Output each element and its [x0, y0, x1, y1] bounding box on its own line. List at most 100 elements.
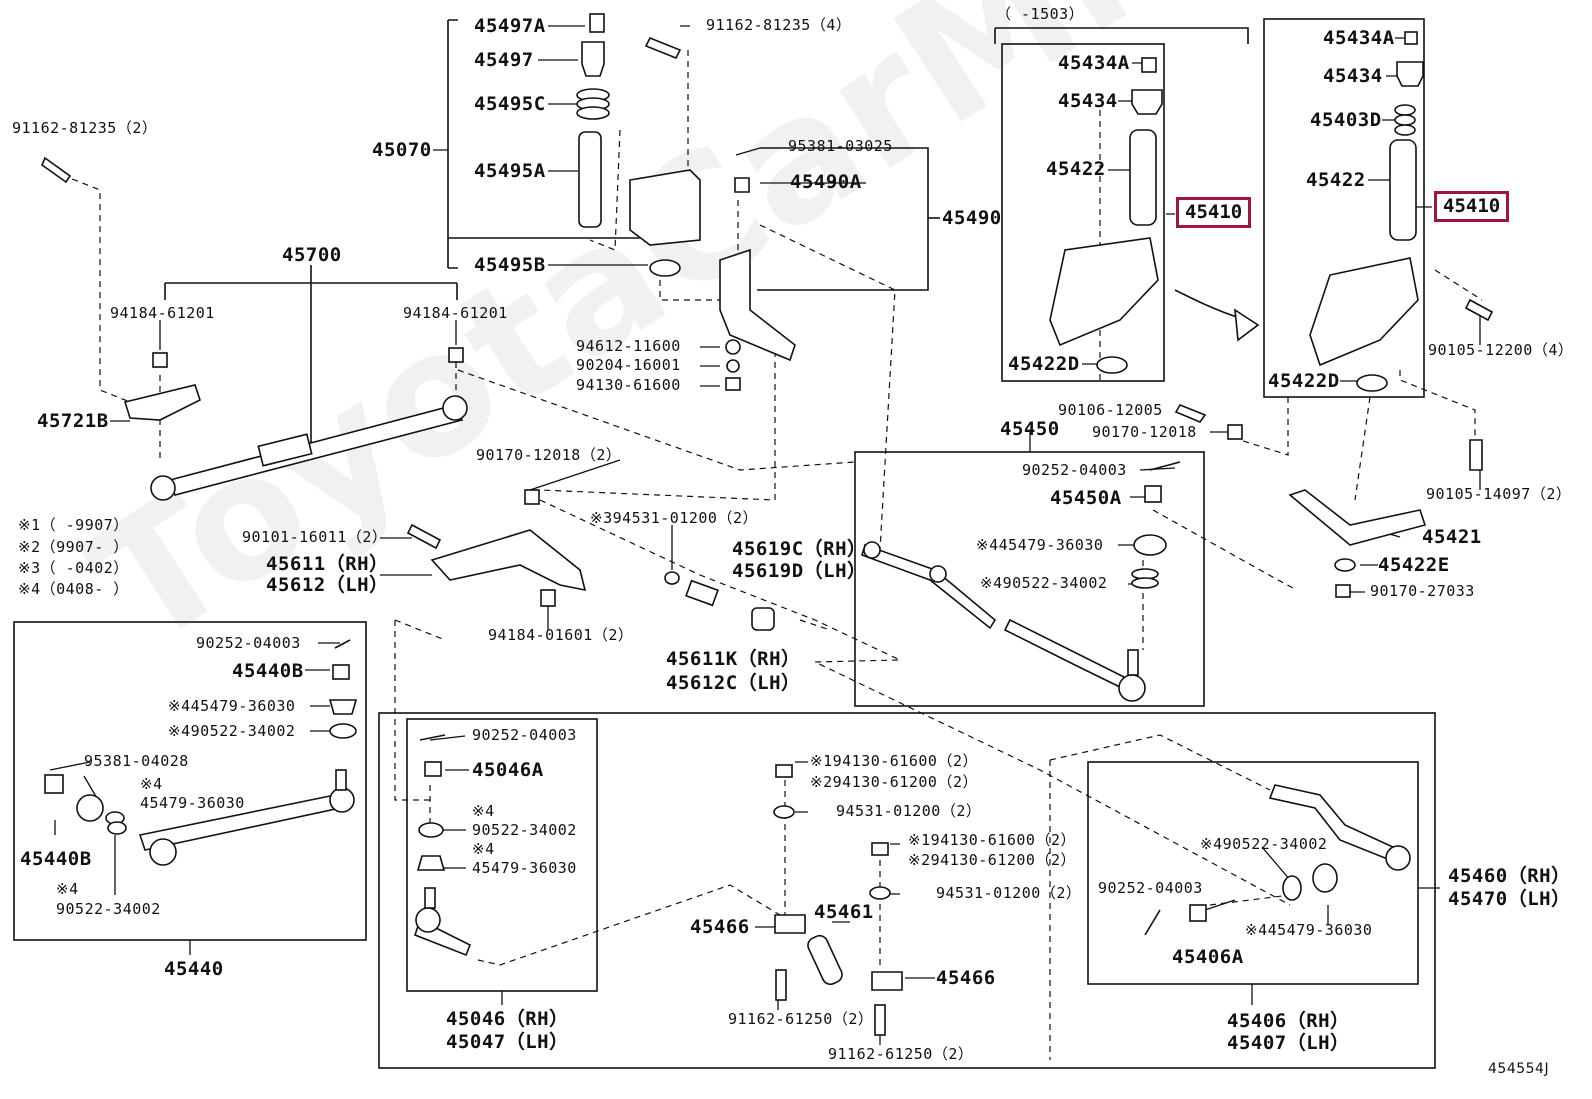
part-label[interactable]: 95381-03025 — [788, 137, 893, 155]
part-label[interactable]: 45612（LH） — [266, 574, 389, 596]
part-label[interactable]: 90170-12018 — [1092, 423, 1197, 441]
part-label[interactable]: ※294130-61200（2） — [908, 851, 1076, 869]
part-label[interactable]: 45450A — [1050, 487, 1122, 509]
note-marker: ※4 — [472, 802, 495, 820]
part-label[interactable]: 45619C（RH） — [732, 538, 867, 560]
part-label[interactable]: 90105-14097（2） — [1426, 485, 1572, 503]
part-label[interactable]: 45611（RH） — [266, 553, 389, 575]
part-label[interactable]: 90106-12005 — [1058, 401, 1163, 419]
date-note-2: ※2（9907- ） — [18, 538, 129, 556]
part-label[interactable]: 45466 — [690, 916, 750, 938]
part-label[interactable]: 45421 — [1422, 526, 1482, 548]
part-label[interactable]: ※394531-01200（2） — [590, 509, 758, 527]
part-label[interactable]: 45422 — [1306, 169, 1366, 191]
part-label[interactable]: 90252-04003 — [1098, 879, 1203, 897]
note-marker: ※4 — [56, 880, 79, 898]
part-label[interactable]: 90522-34002 — [472, 821, 577, 839]
part-label[interactable]: 45466 — [936, 967, 996, 989]
spring-glyph — [576, 88, 610, 120]
group-frames — [13, 18, 1440, 1069]
part-label[interactable]: 45460（RH） — [1448, 865, 1571, 887]
part-label[interactable]: 45406（RH） — [1227, 1010, 1350, 1032]
part-glyphs — [41, 13, 1494, 1036]
part-label[interactable]: ※445479-36030 — [1245, 921, 1373, 939]
highlighted-part-45410[interactable]: 45410 — [1434, 191, 1510, 222]
part-label[interactable]: 91162-61250（2） — [828, 1045, 974, 1063]
part-label[interactable]: 45495B — [474, 254, 546, 276]
part-label[interactable]: 94184-61201 — [110, 304, 215, 322]
part-label[interactable]: 45406A — [1172, 946, 1244, 968]
part-label[interactable]: 45479-36030 — [472, 859, 577, 877]
part-label[interactable]: ※194130-61600（2） — [908, 831, 1076, 849]
part-label[interactable]: 94612-11600 — [576, 337, 681, 355]
part-label[interactable]: 90170-12018（2） — [476, 446, 622, 464]
part-label[interactable]: 45434A — [1323, 27, 1395, 49]
part-label[interactable]: 94184-61201 — [403, 304, 508, 322]
part-label[interactable]: 45700 — [282, 244, 342, 266]
part-label[interactable]: 45440 — [164, 958, 224, 980]
part-label[interactable]: 45612C（LH） — [666, 672, 801, 694]
spring-glyph-2 — [1394, 104, 1416, 136]
part-label[interactable]: 45403D — [1310, 109, 1382, 131]
part-label[interactable]: ※490522-34002 — [980, 574, 1108, 592]
part-label[interactable]: 91162-81235（2） — [12, 119, 158, 137]
part-label[interactable]: 94184-01601（2） — [488, 626, 634, 644]
part-label[interactable]: 45495A — [474, 160, 546, 182]
part-label[interactable]: 45434 — [1058, 90, 1118, 112]
part-label[interactable]: 45070 — [372, 139, 432, 161]
part-label[interactable]: 94130-61600 — [576, 376, 681, 394]
note-marker: ※4 — [472, 840, 495, 858]
part-label[interactable]: 45495C — [474, 93, 546, 115]
part-label[interactable]: 91162-61250（2） — [728, 1010, 874, 1028]
part-label[interactable]: ※490522-34002 — [168, 722, 296, 740]
part-label[interactable]: 90105-12200（4） — [1428, 341, 1574, 359]
part-label[interactable]: 94531-01200（2） — [936, 884, 1082, 902]
part-label[interactable]: 45047（LH） — [446, 1031, 569, 1053]
part-label[interactable]: 45611K（RH） — [666, 648, 801, 670]
part-label[interactable]: 94531-01200（2） — [836, 802, 982, 820]
part-label[interactable]: 45434A — [1058, 52, 1130, 74]
spring-glyph-4 — [105, 811, 127, 835]
part-label[interactable]: 90252-04003 — [196, 634, 301, 652]
part-label[interactable]: 90252-04003 — [1022, 461, 1127, 479]
part-label[interactable]: ※445479-36030 — [168, 697, 296, 715]
part-label[interactable]: 45422D — [1268, 370, 1340, 392]
part-label[interactable]: 45422E — [1378, 554, 1450, 576]
part-label[interactable]: 45479-36030 — [140, 794, 245, 812]
part-label[interactable]: 45440B — [20, 848, 92, 870]
part-label[interactable]: 45619D（LH） — [732, 560, 867, 582]
part-label[interactable]: 45461 — [814, 901, 874, 923]
part-label[interactable]: 45497 — [474, 49, 534, 71]
part-label[interactable]: 45434 — [1323, 65, 1383, 87]
part-label[interactable]: 45440B — [232, 660, 304, 682]
highlighted-part-45410[interactable]: 45410 — [1176, 197, 1252, 228]
part-label[interactable]: 45450 — [1000, 418, 1060, 440]
part-label[interactable]: ※194130-61600（2） — [810, 752, 978, 770]
part-label[interactable]: 45721B — [37, 410, 109, 432]
date-note-1: ※1（ -9907） — [18, 516, 129, 534]
part-label[interactable]: 45407（LH） — [1227, 1032, 1350, 1054]
figure-code: 454554J — [1488, 1061, 1550, 1077]
part-label[interactable]: 95381-04028 — [84, 752, 189, 770]
date-note-4: ※4（0408- ） — [18, 580, 129, 598]
part-label[interactable]: ※490522-34002 — [1200, 835, 1328, 853]
part-label[interactable]: 45490A — [790, 171, 862, 193]
part-label[interactable]: 90252-04003 — [472, 726, 577, 744]
part-label[interactable]: 90522-34002 — [56, 900, 161, 918]
part-label[interactable]: 45422 — [1046, 158, 1106, 180]
part-label[interactable]: 90170-27033 — [1370, 582, 1475, 600]
part-label[interactable]: 45046（RH） — [446, 1008, 569, 1030]
part-label[interactable]: 45422D — [1008, 353, 1080, 375]
part-label[interactable]: 90101-16011（2） — [242, 528, 388, 546]
leader-lines — [49, 25, 1481, 1045]
date-range-label: （ -1503） — [996, 5, 1085, 23]
part-label[interactable]: ※445479-36030 — [976, 536, 1104, 554]
part-label[interactable]: 45497A — [474, 15, 546, 37]
part-label[interactable]: 91162-81235（4） — [706, 16, 852, 34]
part-label[interactable]: ※294130-61200（2） — [810, 773, 978, 791]
part-label[interactable]: 90204-16001 — [576, 356, 681, 374]
part-label[interactable]: 45046A — [472, 759, 544, 781]
part-label[interactable]: 45470（LH） — [1448, 888, 1571, 910]
part-label[interactable]: 45490 — [942, 207, 1002, 229]
note-marker: ※4 — [140, 775, 163, 793]
